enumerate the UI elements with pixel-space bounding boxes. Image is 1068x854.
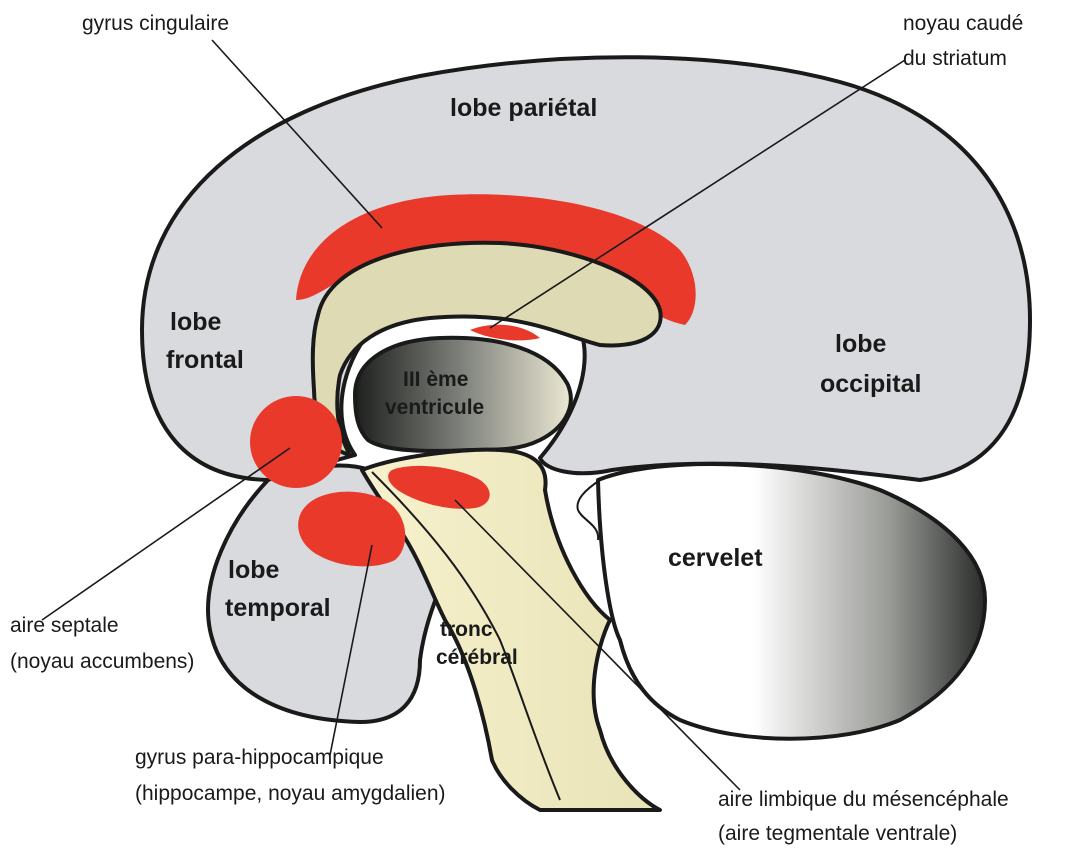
label-lobe-temporal-line1: lobe [228, 556, 279, 584]
callout-para-hippo-line2: (hippocampe, noyau amygdalien) [135, 782, 446, 805]
label-lobe-frontal-line2: frontal [166, 346, 244, 374]
third-ventricle-shape [355, 338, 571, 451]
callout-aire-septale-line2: (noyau accumbens) [10, 650, 194, 673]
label-lobe-occipital-line2: occipital [820, 370, 921, 398]
callout-limbique-line1: aire limbique du mésencéphale [718, 788, 1009, 811]
callout-noyau-caude-line2: du striatum [903, 47, 1007, 70]
septal-area [250, 396, 342, 488]
label-tronc-line2: cérébral [436, 646, 518, 669]
label-lobe-occipital-line1: lobe [835, 330, 886, 358]
label-tronc-line1: tronc [440, 618, 493, 641]
label-lobe-temporal-line2: temporal [225, 594, 331, 622]
callout-para-hippo-line1: gyrus para-hippocampique [135, 746, 384, 769]
callout-aire-septale-line1: aire septale [10, 614, 119, 637]
label-cervelet: cervelet [668, 544, 763, 572]
callout-gyrus-cingulaire: gyrus cingulaire [82, 12, 229, 35]
label-lobe-parietal: lobe pariétal [450, 94, 597, 122]
callout-limbique-line2: (aire tegmentale ventrale) [718, 822, 957, 845]
label-lobe-frontal-line1: lobe [170, 308, 221, 336]
cerebellum-shape [598, 464, 985, 739]
label-ventricule-line1: III ème [403, 368, 468, 391]
label-ventricule-line2: ventricule [385, 396, 484, 419]
callout-noyau-caude-line1: noyau caudé [903, 12, 1023, 35]
